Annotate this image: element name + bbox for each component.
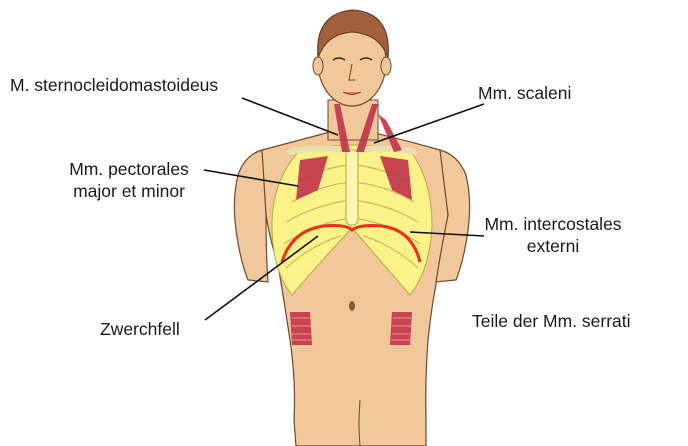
- label-intercostales: Mm. intercostales externi: [478, 213, 628, 257]
- label-intercostales-line2: externi: [478, 235, 628, 257]
- right-ear: [381, 57, 391, 75]
- label-pectorales-line2: major et minor: [44, 180, 214, 202]
- navel: [349, 301, 355, 311]
- pointer-scaleni: [374, 104, 484, 143]
- right-clavicle: [358, 148, 414, 152]
- label-zwerchfell: Zwerchfell: [100, 318, 180, 340]
- left-ear: [313, 57, 323, 75]
- label-serrati: Teile der Mm. serrati: [472, 310, 631, 332]
- sternum: [346, 150, 358, 225]
- label-pectorales: Mm. pectorales major et minor: [44, 158, 214, 202]
- label-intercostales-line1: Mm. intercostales: [478, 213, 628, 235]
- label-scaleni: Mm. scaleni: [478, 82, 571, 104]
- pointer-sternocleidomastoideus: [242, 98, 338, 135]
- left-arm: [234, 150, 268, 282]
- left-clavicle: [290, 148, 346, 152]
- label-pectorales-line1: Mm. pectorales: [44, 158, 214, 180]
- label-sternocleidomastoideus: M. sternocleidomastoideus: [10, 74, 218, 96]
